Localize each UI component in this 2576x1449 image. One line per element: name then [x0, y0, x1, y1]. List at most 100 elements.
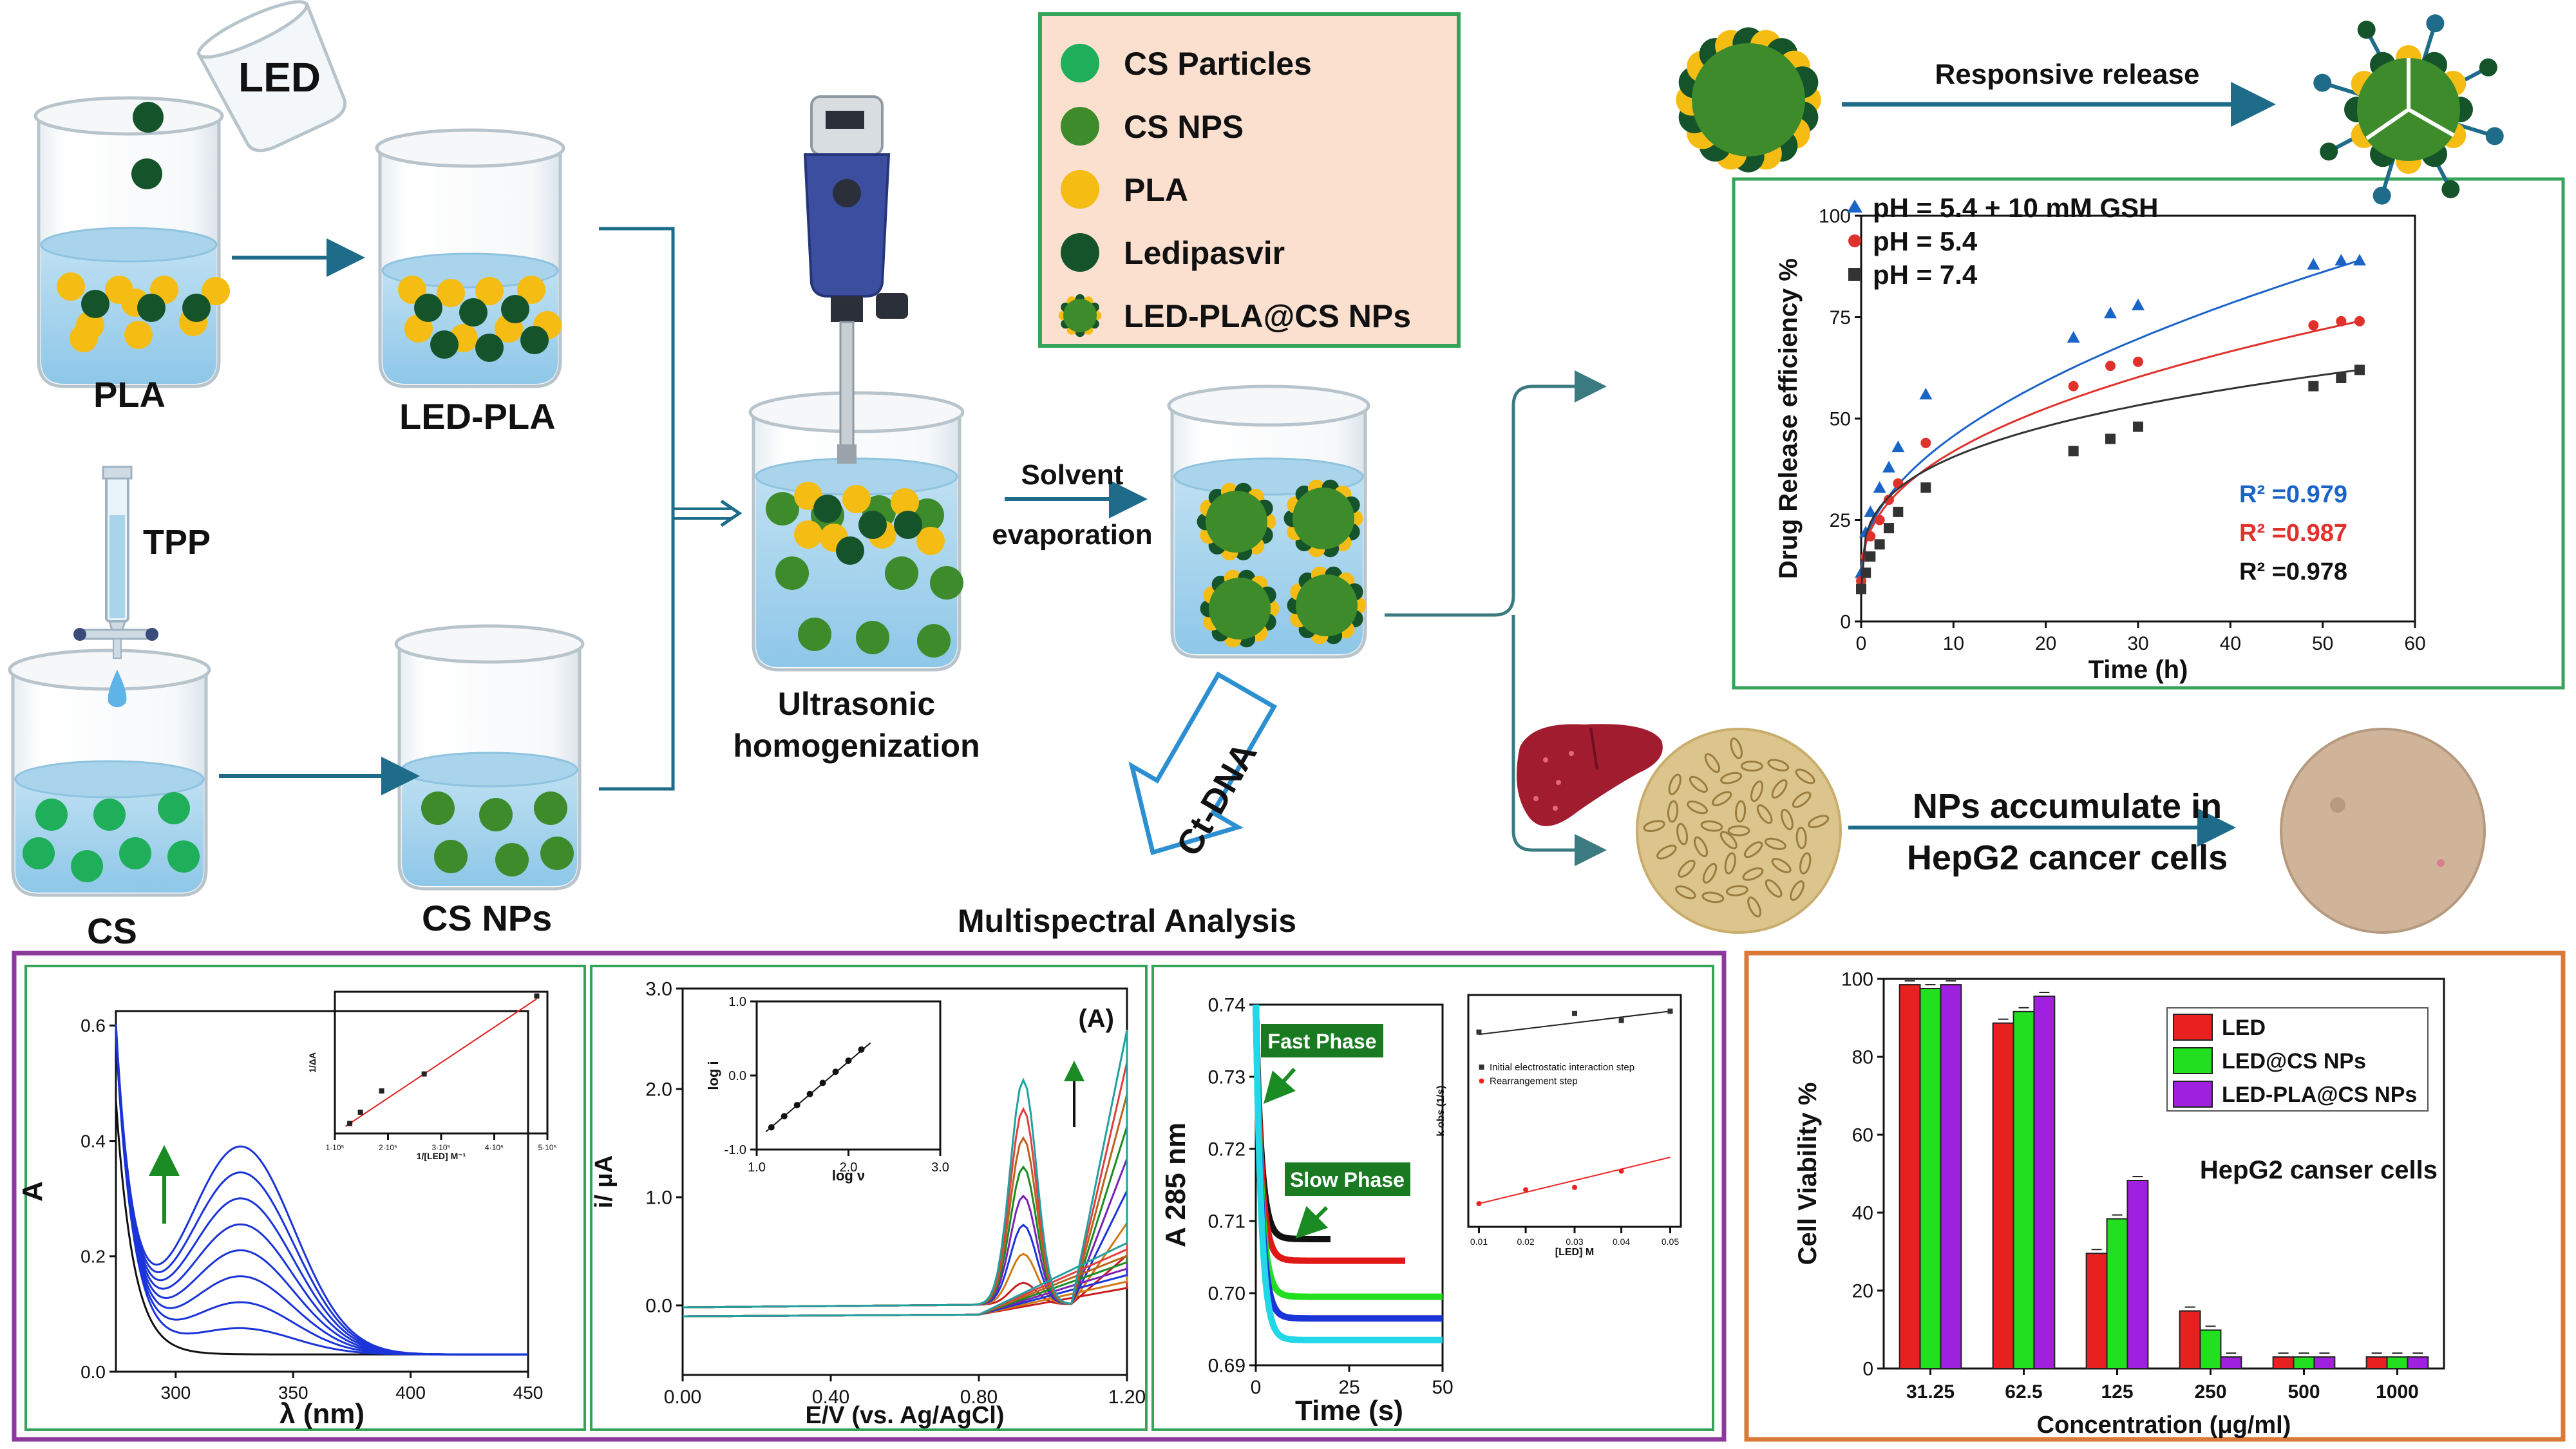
- cs-particle: [93, 799, 126, 831]
- cell-shape: [1730, 737, 1743, 759]
- cs-particle: [158, 792, 190, 824]
- inset-point: [768, 1124, 775, 1131]
- y-tick-label: 1.0: [645, 1188, 672, 1209]
- cs-np-particle: [917, 624, 951, 658]
- pipette-icon: [73, 466, 158, 708]
- inset-point: [781, 1113, 788, 1120]
- legend-frame: [2166, 1007, 2429, 1112]
- pla-particle: [794, 520, 822, 549]
- x-tick-label: 5·10⁵: [538, 1143, 557, 1152]
- fast-phase-label: Fast Phase: [1268, 1030, 1377, 1053]
- legend-swatch: [1061, 107, 1099, 146]
- released-drug: [2485, 127, 2504, 146]
- x-axis-label: Concentration (μg/ml): [2037, 1412, 2291, 1439]
- legend-label: PLA: [1124, 172, 1188, 208]
- legend-marker: [1847, 200, 1862, 213]
- y-tick-label: 20: [1852, 1281, 1873, 1302]
- label-pla: PLA: [93, 374, 166, 415]
- cv-curve: [683, 1029, 1128, 1318]
- data-point: [2104, 307, 2117, 319]
- data-point: [1920, 482, 1931, 493]
- x-tick-label: 0.40: [812, 1387, 849, 1408]
- pla-particle: [475, 277, 504, 305]
- cs-particle: [167, 840, 200, 873]
- inset-point: [1618, 1018, 1624, 1023]
- x-tick-label: 0.05: [1662, 1236, 1679, 1247]
- fit-curve: [1860, 320, 2360, 582]
- inset-legend-label: Initial electrostatic interaction step: [1490, 1062, 1634, 1073]
- r-squared-label: R² =0.979: [2239, 481, 2347, 508]
- data-point: [1865, 551, 1876, 562]
- y-tick-label: 80: [1852, 1047, 1873, 1068]
- y-tick-label: -1.0: [724, 1143, 746, 1157]
- liver-icon: [1517, 724, 1663, 826]
- released-drug: [2441, 180, 2460, 198]
- x-tick-label: 30: [2127, 633, 2148, 654]
- slow-phase-arrow-icon: [1295, 1206, 1329, 1239]
- label-solvent-1: Solvent: [1021, 459, 1124, 491]
- cell-shape: [1724, 852, 1736, 875]
- kinetic-trace: [1253, 1004, 1443, 1300]
- x-axis-label: λ (nm): [279, 1398, 365, 1430]
- bar: [2033, 995, 2056, 1369]
- x-tick-label: 300: [160, 1383, 191, 1403]
- led-pla-cs-np: [1283, 479, 1363, 558]
- data-point: [2336, 316, 2347, 327]
- inset-point: [534, 993, 540, 999]
- y-tick-label: 0.72: [1208, 1139, 1245, 1160]
- bar: [2386, 1356, 2409, 1370]
- pla-particle: [398, 276, 426, 304]
- y-tick-label: 100: [1819, 206, 1851, 227]
- pla-particle: [842, 485, 871, 513]
- cell-shape: [1750, 780, 1764, 802]
- bar: [2293, 1356, 2315, 1370]
- np-released-icon: [2313, 14, 2504, 205]
- data-point: [1891, 440, 1905, 453]
- led-particle: [501, 295, 529, 323]
- y-tick-label: 0.2: [80, 1247, 106, 1267]
- cell-shape: [1808, 815, 1830, 829]
- kinetic-trace: [1253, 1004, 1443, 1343]
- legend-marker: [1848, 268, 1861, 281]
- cell-shape: [1702, 862, 1718, 884]
- y-tick-label: 1.0: [728, 995, 746, 1009]
- x-tick-label: 60: [2404, 633, 2425, 654]
- chart-title: (A): [1078, 1005, 1114, 1033]
- data-point: [1884, 523, 1894, 534]
- legend-label: CS Particles: [1124, 46, 1312, 82]
- cs-np-particle: [495, 843, 529, 876]
- cs-np-particle: [479, 798, 513, 831]
- cell-shape: [1743, 841, 1763, 858]
- y-tick-label: 0.69: [1208, 1356, 1245, 1377]
- label-nps-accumulate-1: NPs accumulate in: [1913, 787, 2222, 826]
- data-point: [1874, 539, 1885, 550]
- cell-shape: [1693, 836, 1709, 858]
- inset-point: [1572, 1010, 1577, 1016]
- data-point: [1893, 506, 1904, 517]
- cell-shape: [1656, 844, 1677, 860]
- cell-shape: [1795, 826, 1807, 849]
- cell-shape: [1676, 822, 1689, 846]
- cs-np-particle: [856, 621, 889, 654]
- label-ultrasonic-2: homogenization: [733, 728, 980, 764]
- ct-dna-arrow: [1128, 671, 1278, 855]
- slow-phase-label: Slow Phase: [1290, 1168, 1405, 1191]
- data-point: [2353, 254, 2366, 266]
- x-tick-label: 250: [2194, 1381, 2226, 1403]
- y-tick-label: 0.0: [728, 1069, 746, 1083]
- y-tick-label: 0.0: [645, 1296, 672, 1317]
- label-responsive-release: Responsive release: [1935, 59, 2200, 90]
- inset-point: [845, 1057, 852, 1064]
- y-axis-label: i/ μA: [591, 1155, 618, 1208]
- data-point: [1861, 567, 1871, 578]
- cell-shape: [1711, 791, 1732, 806]
- np-intact-icon: [1676, 27, 1821, 173]
- cell-shape: [1771, 858, 1792, 873]
- y-axis-label: A 285 nm: [1160, 1122, 1191, 1247]
- inset-point: [819, 1079, 826, 1086]
- bar: [1919, 988, 1942, 1370]
- x-tick-label: 4·10⁵: [485, 1143, 504, 1152]
- x-tick-label: 0.04: [1613, 1236, 1630, 1247]
- label-cs-nps: CS NPs: [422, 898, 552, 938]
